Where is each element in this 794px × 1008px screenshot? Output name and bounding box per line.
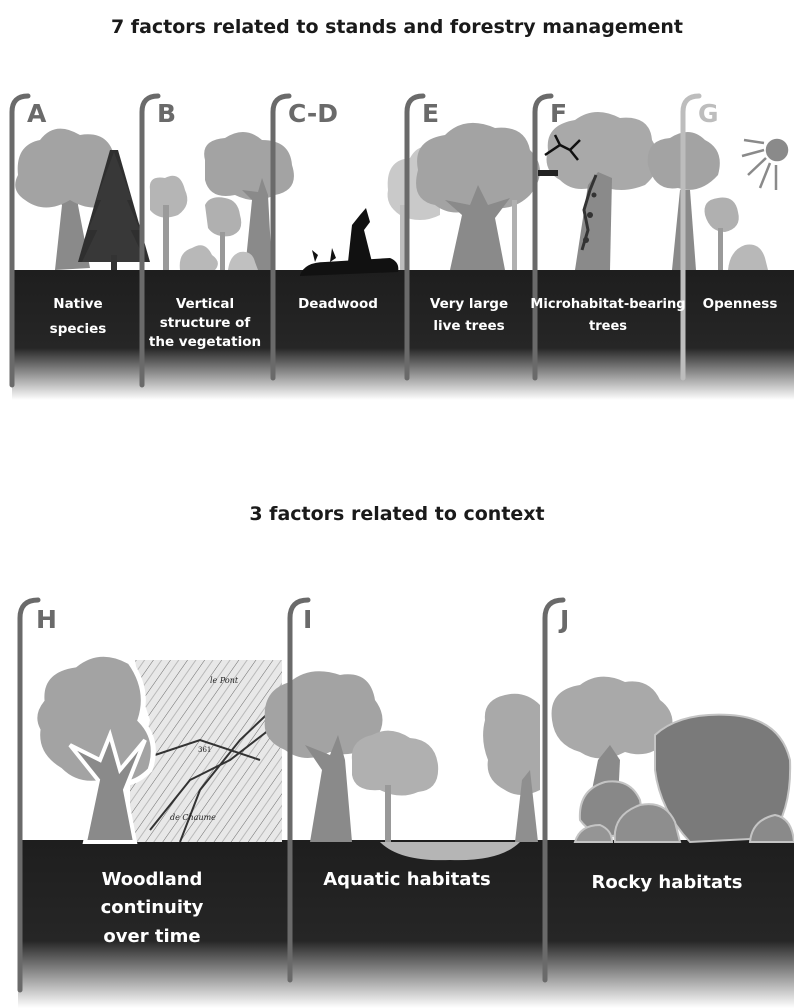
factor-letter-e: E xyxy=(422,99,439,128)
deadwood-scene xyxy=(300,208,399,276)
label-woodland-3: over time xyxy=(103,926,200,947)
pond xyxy=(380,842,520,861)
factor-letter-h: H xyxy=(36,605,57,634)
label-vertical-structure-3: the vegetation xyxy=(149,334,261,350)
aquatic-habitats-scene xyxy=(264,671,540,861)
factor-letter-f: F xyxy=(550,99,567,128)
label-large-trees-1: Very large xyxy=(430,296,508,312)
factor-letter-g: G xyxy=(698,99,719,128)
factor-poles-top xyxy=(9,93,702,388)
map-label-pont: le Pont xyxy=(210,676,239,685)
ground-band-bottom xyxy=(18,840,794,1008)
label-vertical-structure-2: structure of xyxy=(160,315,251,331)
native-species-scene xyxy=(15,128,150,270)
context-factors-title: 3 factors related to context xyxy=(249,503,545,525)
factor-letter-j: J xyxy=(558,605,569,634)
factor-letter-i: I xyxy=(303,605,312,634)
label-native-species-2: species xyxy=(50,321,107,337)
label-vertical-structure-1: Vertical xyxy=(176,296,234,312)
context-factors-panel: le Pont de Chaume 361 xyxy=(17,597,794,1008)
ground-band xyxy=(12,270,794,400)
label-native-species-1: Native xyxy=(53,296,102,312)
label-openness: Openness xyxy=(703,296,778,312)
label-microhabitat-2: trees xyxy=(589,319,627,334)
factor-letter-b: B xyxy=(157,99,176,128)
large-trees-scene xyxy=(387,122,540,270)
microhabitat-tree-scene xyxy=(538,111,659,270)
woodland-continuity-scene: le Pont de Chaume 361 xyxy=(32,651,282,844)
stand-factors-panel: A B C-D E F G Native species Vertical st… xyxy=(9,93,794,400)
rocky-habitats-scene xyxy=(551,676,794,844)
factor-letter-a: A xyxy=(27,99,47,128)
label-woodland-1: Woodland xyxy=(102,869,203,890)
label-microhabitat-1: Microhabitat-bearing xyxy=(530,297,685,312)
map-label-chaume: de Chaume xyxy=(170,813,216,822)
stand-factors-title: 7 factors related to stands and forestry… xyxy=(110,16,684,38)
label-large-trees-2: live trees xyxy=(433,318,504,334)
factor-letter-c-d: C-D xyxy=(288,99,338,128)
label-woodland-2: continuity xyxy=(101,897,204,918)
sun-icon xyxy=(741,138,789,190)
factor-poles-bottom xyxy=(17,597,566,993)
label-deadwood: Deadwood xyxy=(298,296,378,312)
label-rocky: Rocky habitats xyxy=(592,872,743,893)
openness-scene xyxy=(647,131,789,270)
label-aquatic: Aquatic habitats xyxy=(323,869,491,890)
map-label-number: 361 xyxy=(198,746,211,754)
